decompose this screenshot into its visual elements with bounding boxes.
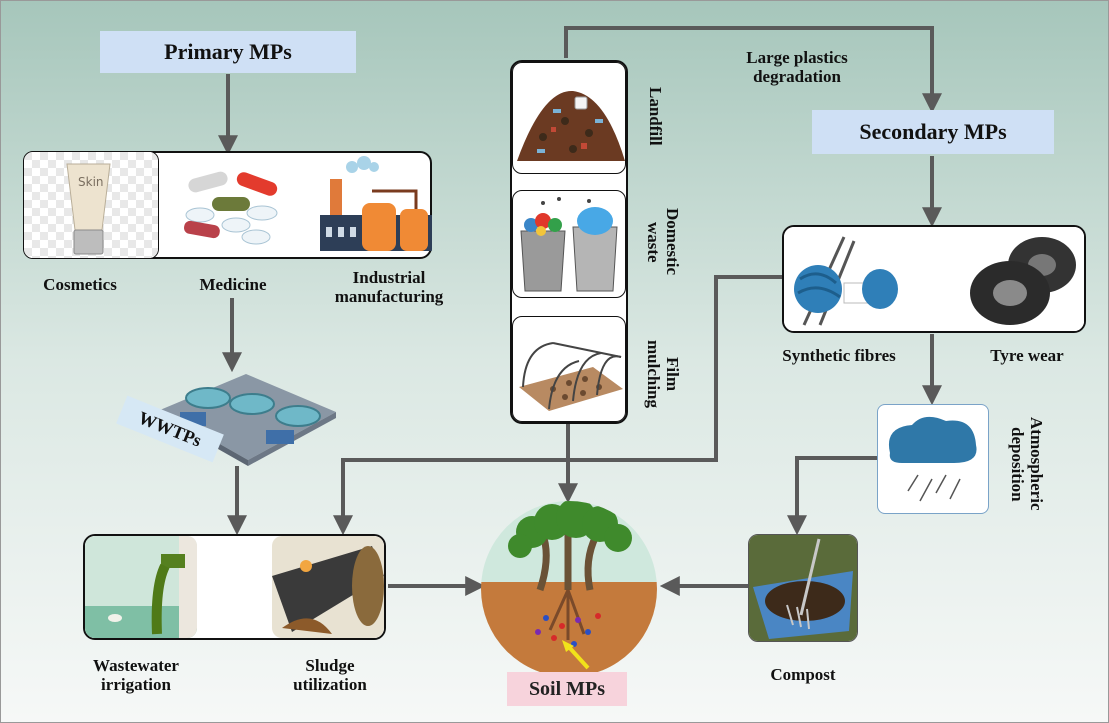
landfill-label: Landfill bbox=[646, 86, 665, 146]
industrial-card bbox=[312, 151, 432, 259]
arrow-fibres-to-sludge bbox=[333, 275, 782, 536]
medicine-label: Medicine bbox=[199, 275, 267, 294]
degradation-label: Large plastics degradation bbox=[746, 48, 848, 86]
landfill-card bbox=[512, 62, 626, 174]
domestic-waste-label: Domestic waste bbox=[644, 208, 682, 276]
factory-icon bbox=[320, 156, 432, 251]
pills-icon bbox=[184, 171, 278, 245]
arrow-degradation bbox=[564, 26, 942, 114]
tyre-wear-card bbox=[966, 227, 1084, 331]
film-mulching-label: Film mulching bbox=[644, 339, 682, 409]
synthetic-fibres-card bbox=[784, 227, 904, 331]
landfill-icon bbox=[517, 90, 625, 161]
atmospheric-card bbox=[877, 404, 989, 514]
soil-tree-icon bbox=[481, 501, 657, 677]
secondary-mps-title: Secondary MPs bbox=[812, 110, 1054, 154]
wastewater-irrigation-label: Wastewater irrigation bbox=[93, 656, 179, 694]
compost-label: Compost bbox=[770, 665, 836, 684]
atmospheric-deposition-label: Atmospheric deposition bbox=[1008, 417, 1046, 511]
domestic-waste-card bbox=[512, 190, 626, 298]
medicine-card bbox=[170, 153, 298, 257]
soil-mps-label: Soil MPs bbox=[507, 672, 627, 706]
arrow-atmospheric-to-compost bbox=[787, 456, 877, 536]
compost-icon bbox=[749, 535, 857, 641]
wastewater-irrigation-card bbox=[85, 536, 197, 638]
synthetic-fibres-label: Synthetic fibres bbox=[782, 346, 896, 365]
sludge-pipe-icon bbox=[272, 536, 384, 638]
greenhouse-icon bbox=[519, 342, 623, 411]
industrial-manufacturing-label: Industrial manufacturing bbox=[334, 268, 444, 306]
yarn-icon bbox=[794, 236, 898, 326]
wastewater-icon bbox=[85, 536, 197, 638]
sludge-utilization-label: Sludge utilization bbox=[293, 656, 367, 694]
film-mulching-card bbox=[512, 316, 626, 422]
cosmetics-icon: Skin bbox=[24, 152, 158, 258]
cosmetics-label: Cosmetics bbox=[43, 275, 117, 294]
sludge-utilization-card bbox=[272, 536, 384, 638]
trash-bin-icon bbox=[520, 197, 618, 292]
cosmetics-card: Skin bbox=[23, 151, 159, 259]
tyre-icon bbox=[966, 227, 1084, 331]
primary-mps-title: Primary MPs bbox=[100, 31, 356, 73]
compost-card bbox=[748, 534, 858, 642]
cosmetic-tube-label: Skin bbox=[78, 175, 104, 189]
rain-cloud-icon bbox=[888, 416, 977, 502]
tyre-wear-label: Tyre wear bbox=[990, 346, 1064, 365]
